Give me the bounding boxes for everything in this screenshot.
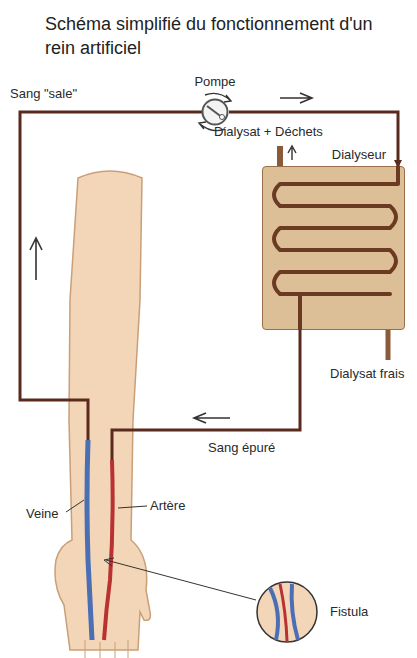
flow-arrow-up xyxy=(30,238,42,280)
pump-circle xyxy=(203,100,228,125)
fistula-inset xyxy=(257,582,317,642)
dialyser-coil xyxy=(262,166,405,330)
waste-outlet xyxy=(277,146,283,166)
text-label: Dialysat frais xyxy=(330,366,404,382)
leader-artere xyxy=(118,506,147,508)
flow-arrow-left xyxy=(194,413,230,423)
diagram-title: Schéma simplifié du fonctionnement d'un … xyxy=(45,12,385,61)
pump-label: Pompe xyxy=(190,72,240,92)
text-label: Sang épuré xyxy=(208,440,275,456)
flow-arrow-right xyxy=(280,93,312,103)
text-label: Dialysat + Déchets xyxy=(214,124,323,140)
pump-symbol xyxy=(201,98,229,126)
arm xyxy=(55,171,150,650)
clean-blood-tube xyxy=(112,330,300,460)
fresh-inlet xyxy=(386,330,391,360)
finger-lines xyxy=(85,640,128,658)
dialyser-node: Dialyseur xyxy=(262,166,405,330)
dirty-blood-tube xyxy=(20,112,202,440)
leader-veine xyxy=(66,500,84,512)
artery xyxy=(104,460,113,640)
coil-tube xyxy=(274,166,398,330)
text-label: Veine xyxy=(26,506,59,522)
pump-roller xyxy=(220,115,225,120)
vein xyxy=(87,440,92,640)
text-label: Fistula xyxy=(330,604,368,620)
text-label: Sang "sale" xyxy=(10,86,77,102)
outlet-arrow xyxy=(288,146,296,160)
fistula-vessels xyxy=(270,584,298,640)
dialyser-label: Dialyseur xyxy=(332,147,386,162)
leader-fistula xyxy=(104,558,256,600)
pump-node: Pompe xyxy=(190,72,240,126)
fistula-artery xyxy=(280,584,287,641)
text-label: Artère xyxy=(150,498,185,514)
